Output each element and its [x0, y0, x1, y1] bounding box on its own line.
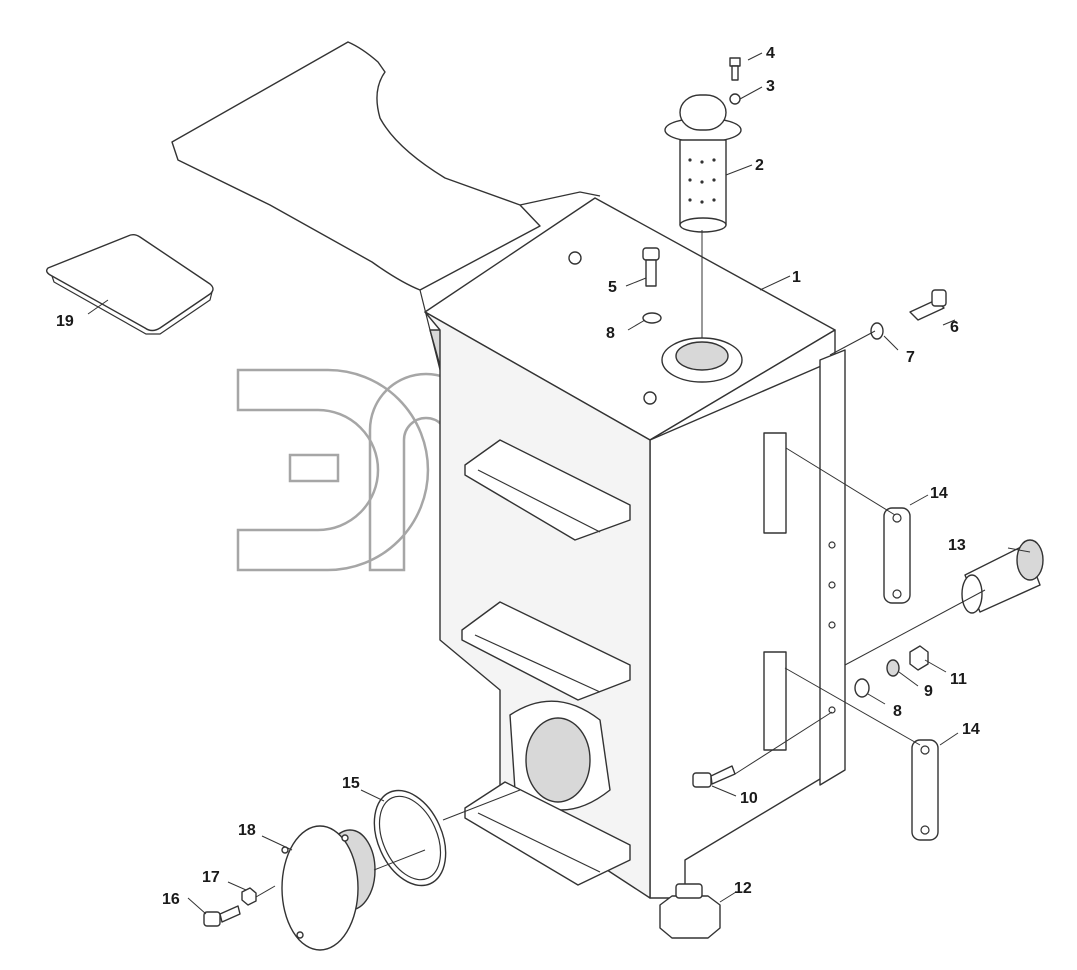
callout-12: 12 — [734, 880, 752, 897]
callout-8-right: 8 — [893, 703, 902, 720]
callout-8-top: 8 — [606, 325, 615, 342]
part-4-bolt — [729, 57, 741, 81]
callout-6: 6 — [950, 319, 959, 336]
callout-3: 3 — [766, 78, 775, 95]
part-10-bolt — [692, 765, 736, 788]
callout-10: 10 — [740, 790, 758, 807]
callout-1: 1 — [792, 269, 801, 286]
leader-lines — [87, 52, 1031, 915]
callout-2: 2 — [755, 157, 764, 174]
part-6-bolt — [909, 289, 947, 321]
step-lower — [464, 781, 631, 886]
step-middle — [461, 601, 631, 701]
part-18-cover — [281, 825, 376, 951]
part-12-drain-plug — [659, 883, 721, 939]
callout-13: 13 — [948, 537, 966, 554]
part-15-o-ring — [373, 789, 447, 887]
callout-14-upper: 14 — [930, 485, 948, 502]
part-11-nut — [909, 645, 929, 671]
callout-5: 5 — [608, 279, 617, 296]
part-3-washer — [729, 93, 741, 105]
tank-bar-upper — [763, 432, 787, 534]
callout-19: 19 — [56, 313, 74, 330]
callout-11: 11 — [950, 671, 967, 688]
callout-7: 7 — [906, 349, 915, 366]
part-2-strainer — [664, 94, 742, 233]
callout-18: 18 — [238, 822, 256, 839]
callout-4: 4 — [766, 45, 775, 62]
part-19-pad — [45, 234, 214, 335]
callouts: 1 2 3 4 5 6 7 8 8 9 10 11 12 13 14 14 15… — [56, 45, 980, 908]
part-7-washer — [870, 322, 884, 340]
part-9-washer — [886, 659, 900, 677]
callout-9: 9 — [924, 683, 933, 700]
part-8-washer-top — [642, 312, 662, 324]
step-upper — [464, 439, 631, 541]
callout-15: 15 — [342, 775, 360, 792]
part-5-bolt — [642, 247, 660, 287]
part-13-gauge — [961, 539, 1044, 614]
callout-14-lower: 14 — [962, 721, 980, 738]
part-16-bolt — [203, 905, 241, 927]
part-14-plate-lower — [911, 739, 939, 841]
tank-bar-lower — [763, 651, 787, 751]
part-17-nut — [241, 887, 257, 906]
callout-17: 17 — [202, 869, 220, 886]
part-8-washer-right — [854, 678, 870, 698]
part-14-plate-upper — [883, 507, 911, 604]
callout-16: 16 — [162, 891, 180, 908]
